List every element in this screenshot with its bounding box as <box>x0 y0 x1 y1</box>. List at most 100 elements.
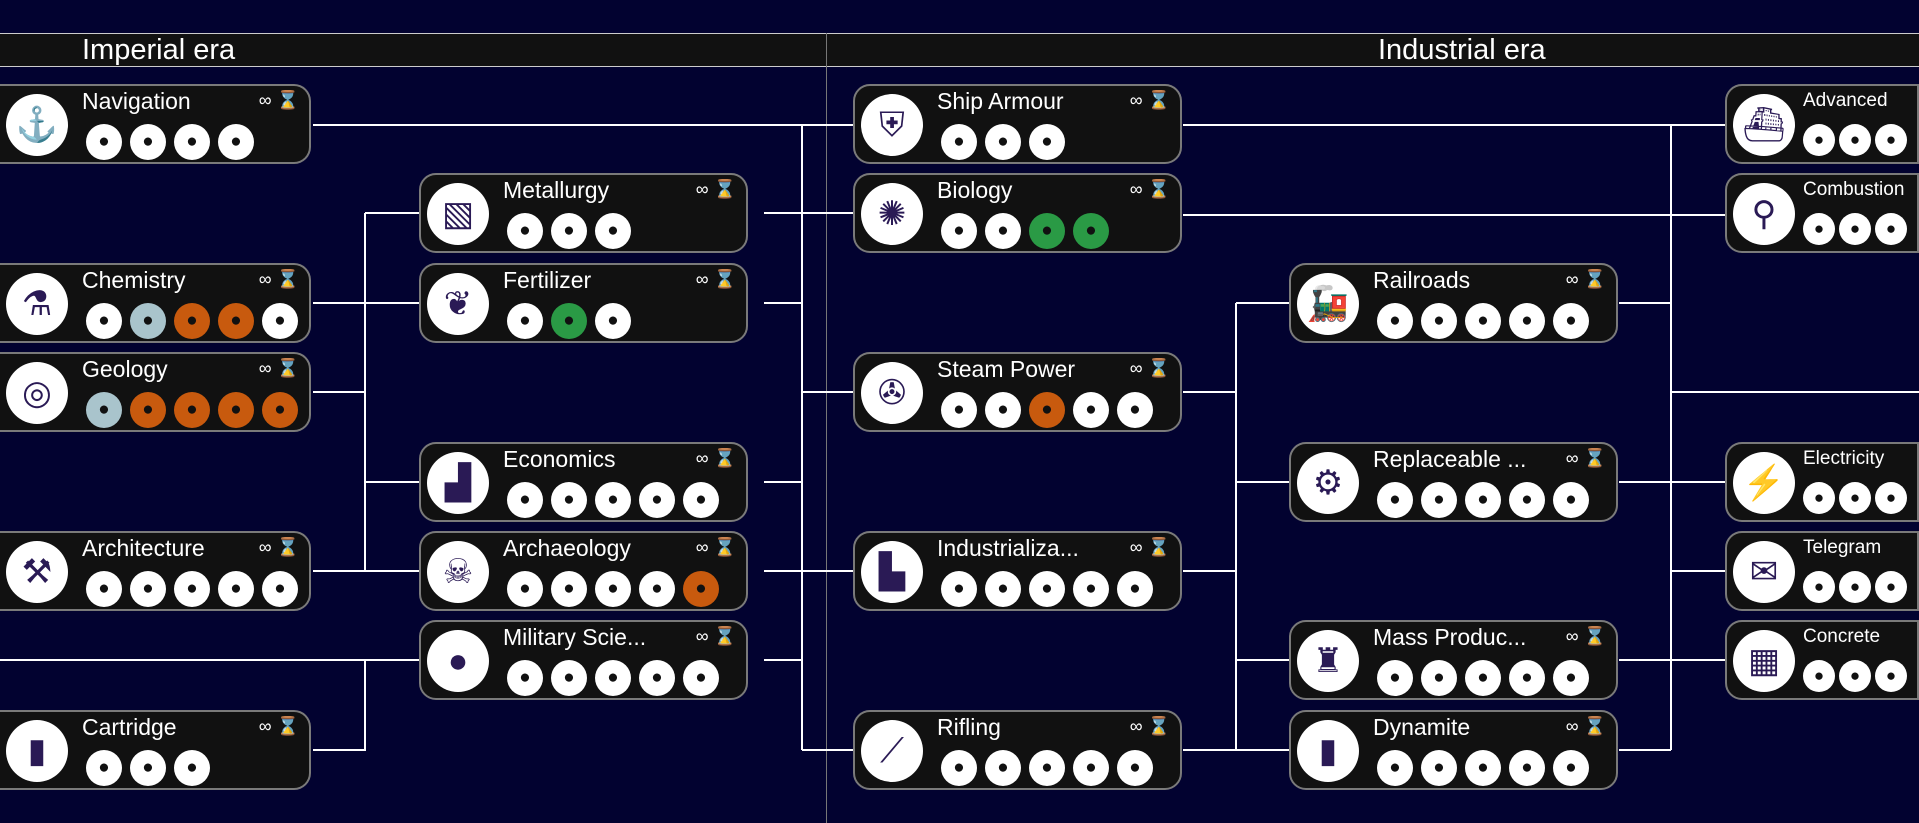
tools-icon[interactable]: ● <box>1509 481 1545 518</box>
dock-icon[interactable]: ● <box>218 124 254 160</box>
tech-card-military-scie[interactable]: ● Military Scie... ∞ ⌛ ●●●●● <box>419 620 748 701</box>
network-icon[interactable]: ● <box>639 481 675 518</box>
temple-icon[interactable]: ● <box>639 571 675 607</box>
gas-tank-icon[interactable]: ● <box>86 392 122 429</box>
building-icon[interactable]: ● <box>1875 571 1907 603</box>
farm-icon[interactable]: ● <box>1029 213 1065 250</box>
microscope-icon[interactable]: ● <box>985 213 1021 250</box>
oil-barrel-icon[interactable]: ● <box>1029 571 1065 607</box>
ironclad-icon[interactable]: ● <box>985 124 1021 160</box>
bird-icon[interactable]: ● <box>130 302 166 339</box>
tech-card-industrializa[interactable]: ▙ Industrializa... ∞ ⌛ ●●●●● <box>853 531 1182 611</box>
stairs-icon[interactable]: ● <box>1421 302 1457 339</box>
drill-icon[interactable]: ● <box>1465 749 1501 786</box>
gas-tank-icon[interactable]: ● <box>130 392 166 429</box>
tech-card-rifling[interactable]: ⟋ Rifling ∞ ⌛ ●●●●● <box>853 709 1182 790</box>
hand-icon[interactable]: ● <box>683 481 719 518</box>
warship-icon[interactable]: ● <box>941 124 977 160</box>
tech-card-navigation[interactable]: ⚓ Navigation ∞ ⌛ ●●●● <box>0 84 311 164</box>
tools-icon[interactable]: ● <box>174 571 210 607</box>
tech-card-advanced[interactable]: ⛴ Advanced ∞ ⌛ ●●● <box>1725 84 1919 164</box>
building-icon[interactable]: ● <box>130 571 166 607</box>
plant-icon[interactable]: ● <box>1875 481 1907 514</box>
sign-icon[interactable]: ● <box>1875 660 1907 693</box>
soldier-icon[interactable]: ● <box>507 660 543 697</box>
tech-card-mass-produc[interactable]: ♜ Mass Produc... ∞ ⌛ ●●●●● <box>1289 620 1618 701</box>
tech-card-electricity[interactable]: ⚡ Electricity ∞ ⌛ ●●● <box>1725 441 1919 522</box>
tech-card-railroads[interactable]: 🚂 Railroads ∞ ⌛ ●●●●● <box>1289 262 1618 343</box>
tech-card-dynamite[interactable]: ▮ Dynamite ∞ ⌛ ●●●●● <box>1289 709 1618 790</box>
bank-icon[interactable]: ● <box>507 481 543 518</box>
truck-icon[interactable]: ● <box>1839 213 1871 246</box>
tower-icon[interactable]: ● <box>595 213 631 250</box>
wagon-icon[interactable]: ● <box>86 124 122 160</box>
foundry-icon[interactable]: ● <box>507 213 543 250</box>
ship-icon[interactable]: ● <box>1875 124 1907 156</box>
sign-icon[interactable]: ● <box>1803 660 1835 693</box>
tech-card-economics[interactable]: ▟ Economics ∞ ⌛ ●●●●● <box>419 441 748 522</box>
rail-sign-icon[interactable]: ● <box>1377 302 1413 339</box>
column-icon[interactable]: ● <box>218 571 254 607</box>
rail-sign-icon[interactable]: ● <box>941 571 977 607</box>
explosion-icon[interactable]: ● <box>262 302 298 339</box>
worker-icon[interactable]: ● <box>1553 660 1589 697</box>
rifle-icon[interactable]: ● <box>941 749 977 786</box>
officers-icon[interactable]: ● <box>683 660 719 697</box>
tech-card-biology[interactable]: ✺ Biology ∞ ⌛ ●●●● <box>853 173 1182 254</box>
knight-icon[interactable]: ● <box>595 660 631 697</box>
sign-icon[interactable]: ● <box>1117 749 1153 786</box>
oil-flask-icon[interactable]: ● <box>174 302 210 339</box>
barrel-icon[interactable]: ● <box>174 392 210 429</box>
tech-card-replaceable[interactable]: ⚙ Replaceable ... ∞ ⌛ ●●●●● <box>1289 441 1618 522</box>
sign-icon[interactable]: ● <box>1803 571 1835 603</box>
reel-icon[interactable]: ● <box>218 392 254 429</box>
barrels-icon[interactable]: ● <box>1073 571 1109 607</box>
steamboat-icon[interactable]: ● <box>1073 392 1109 429</box>
ammo-icon[interactable]: ● <box>86 749 122 786</box>
bayonet-icon[interactable]: ● <box>985 749 1021 786</box>
explosion-icon[interactable]: ● <box>1117 392 1153 429</box>
tech-card-archaeology[interactable]: ☠ Archaeology ∞ ⌛ ●●●●● <box>419 531 748 611</box>
tools-icon[interactable]: ● <box>1377 660 1413 697</box>
drill-icon[interactable]: ● <box>1029 392 1065 429</box>
flasks-icon[interactable]: ● <box>86 302 122 339</box>
musket-icon[interactable]: ● <box>1029 749 1065 786</box>
house-icon[interactable]: ● <box>595 481 631 518</box>
ship-icon[interactable]: ● <box>130 124 166 160</box>
tower-icon[interactable]: ● <box>1465 302 1501 339</box>
factory-icon[interactable]: ● <box>1839 481 1871 514</box>
statue-icon[interactable]: ● <box>683 571 719 607</box>
tech-card-cartridge[interactable]: ▮ Cartridge ∞ ⌛ ●●● <box>0 709 311 790</box>
tech-card-steam-power[interactable]: ✇ Steam Power ∞ ⌛ ●●●●● <box>853 352 1182 433</box>
pylon-icon[interactable]: ● <box>1803 481 1835 514</box>
sign-icon[interactable]: ● <box>1839 660 1871 693</box>
harbor-icon[interactable]: ● <box>174 124 210 160</box>
crate-icon[interactable]: ● <box>1509 660 1545 697</box>
mine-icon[interactable]: ● <box>1377 749 1413 786</box>
insect-icon[interactable]: ● <box>595 571 631 607</box>
arch-icon[interactable]: ● <box>1839 571 1871 603</box>
factory-icon[interactable]: ● <box>985 571 1021 607</box>
crane-truck-icon[interactable]: ● <box>1803 213 1835 246</box>
medical-icon[interactable]: ● <box>941 213 977 250</box>
wrench-icon[interactable]: ● <box>1553 481 1589 518</box>
blast-icon[interactable]: ● <box>1509 749 1545 786</box>
anchor-icon[interactable]: ● <box>1839 124 1871 156</box>
ammo-box-icon[interactable]: ● <box>174 749 210 786</box>
explosion-icon[interactable]: ● <box>595 302 631 339</box>
museum-icon[interactable]: ● <box>507 571 543 607</box>
tech-card-concrete[interactable]: ▦ Concrete ∞ ⌛ ●●● <box>1725 620 1919 701</box>
tech-card-architecture[interactable]: ⚒ Architecture ∞ ⌛ ●●●●● <box>0 531 311 611</box>
umbrella-icon[interactable]: ● <box>941 392 977 429</box>
tech-card-telegram[interactable]: ✉ Telegram ∞ ⌛ ●●● <box>1725 531 1919 611</box>
medic-icon[interactable]: ● <box>551 660 587 697</box>
tractor-icon[interactable]: ● <box>551 302 587 339</box>
harvest-icon[interactable]: ● <box>1465 481 1501 518</box>
crane-icon[interactable]: ● <box>1029 124 1065 160</box>
oil-pump-icon[interactable]: ● <box>218 302 254 339</box>
eiffel-tower-icon[interactable]: ● <box>1553 302 1589 339</box>
safe-icon[interactable]: ● <box>551 481 587 518</box>
factory-icon[interactable]: ● <box>551 213 587 250</box>
cannon-icon[interactable]: ● <box>130 749 166 786</box>
wheat-icon[interactable]: ● <box>1377 481 1413 518</box>
